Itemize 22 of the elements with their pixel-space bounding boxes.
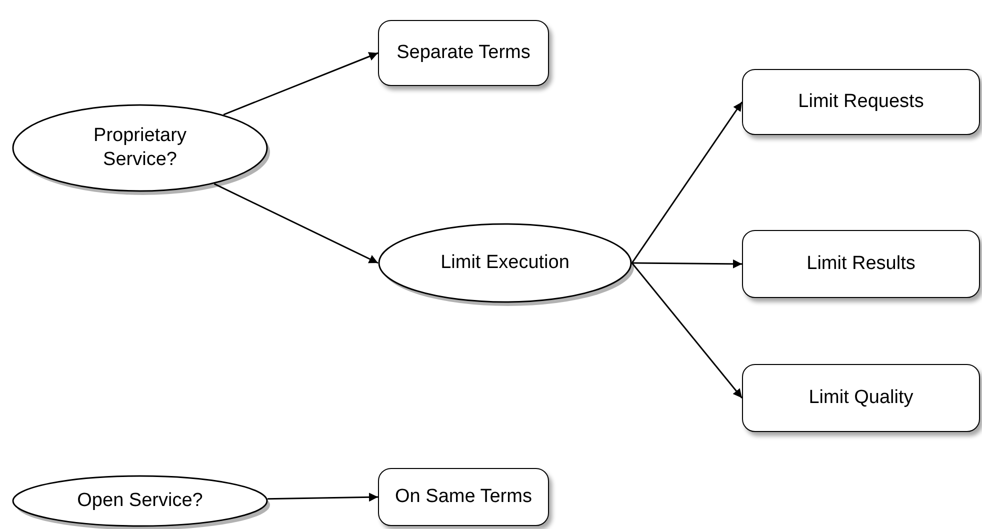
process-box (742, 230, 980, 298)
node-label: Proprietary Service? (92, 124, 188, 172)
node-label: On Same Terms (395, 485, 532, 509)
process-box (378, 468, 549, 526)
arrow (214, 183, 378, 264)
node-label: Limit Execution (440, 251, 570, 275)
arrow (223, 52, 378, 116)
decision-ellipse (378, 223, 632, 303)
process-box (742, 69, 980, 135)
node-label: Limit Requests (798, 90, 924, 114)
node-label: Limit Results (806, 252, 916, 276)
arrow (268, 492, 378, 502)
decision-ellipse (12, 475, 268, 527)
node-label: Limit Quality (808, 386, 914, 410)
arrow (631, 262, 743, 398)
process-box (378, 20, 549, 86)
arrow (631, 102, 743, 264)
node-label: Open Service? (77, 489, 203, 513)
decision-ellipse (12, 104, 268, 192)
arrow (632, 259, 742, 268)
process-box (742, 364, 980, 432)
node-label: Separate Terms (396, 41, 530, 65)
